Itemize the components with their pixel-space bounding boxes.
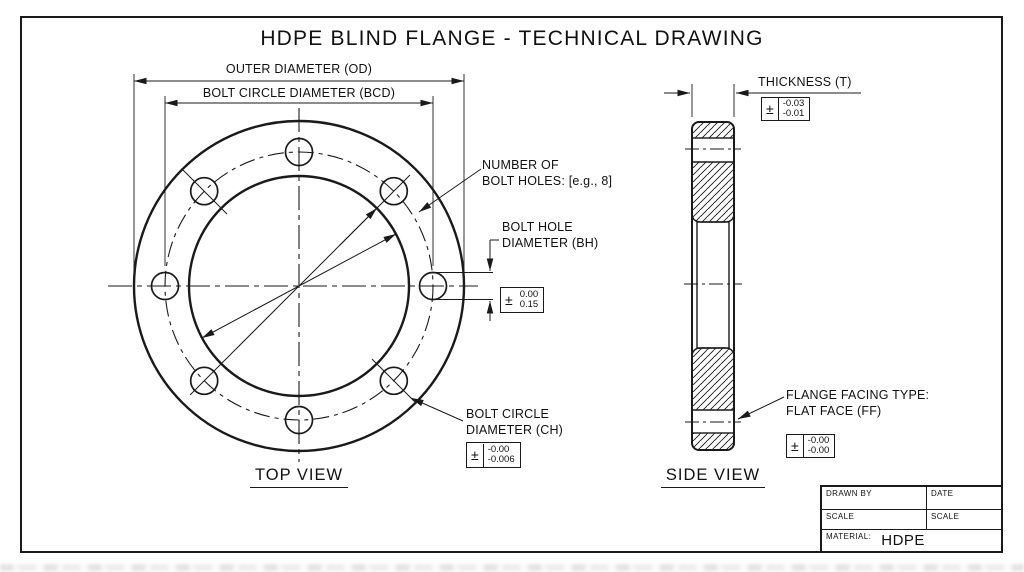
bolt-hole-diameter-label: BOLT HOLE DIAMETER (BH) [502,220,599,250]
title-block-row-2: SCALE SCALE [822,510,1001,530]
thickness-label: THICKNESS (T) [758,75,852,89]
t-tolerance-values: -0.03 -0.01 [777,97,810,121]
drawing-border-frame [20,16,1003,553]
plus-minus-symbol: ± [766,101,774,117]
od-dimension-label: OUTER DIAMETER (OD) [225,62,373,76]
title-block: DRAWN BY DATE SCALE SCALE MATERIAL: HDPE [820,485,1003,553]
side-view-caption: SIDE VIEW [653,466,773,488]
material-label: MATERIAL: [826,532,872,541]
scale-cell-right: SCALE [926,510,1001,529]
bolt-circle-diameter-label: BOLT CIRCLE DIAMETER (CH) [466,407,564,437]
bolt-holes-count-note: NUMBER OF BOLT HOLES: [e.g., 8] [482,158,613,188]
ch-tolerance-box: ± -0.00 -0.006 [466,442,521,468]
ch-tolerance-values: -0.00 -0.006 [482,443,520,467]
bh-tolerance-box: ± 0.00 0.15 [500,287,545,313]
bh-tolerance-values: 0.00 0.15 [519,288,539,310]
drawn-by-cell: DRAWN BY [826,489,873,498]
ff-tolerance-box: ± -0.00 -0.00 [786,434,836,458]
material-cell: MATERIAL: HDPE [822,530,1001,549]
scale-cell-left: SCALE [826,512,855,521]
date-cell: DATE [926,487,1001,509]
material-value: HDPE [881,532,925,549]
title-block-row-1: DRAWN BY DATE [822,487,1001,510]
plus-minus-symbol: ± [505,292,513,308]
plus-minus-symbol: ± [471,447,479,463]
flange-facing-label: FLANGE FACING TYPE: FLAT FACE (FF) [786,388,930,418]
ff-tolerance-values: -0.00 -0.00 [802,434,835,458]
bottom-edge-artifact [0,564,1024,571]
bcd-dimension-label: BOLT CIRCLE DIAMETER (BCD) [202,86,396,100]
plus-minus-symbol: ± [791,438,799,454]
drawing-title: HDPE BLIND FLANGE - TECHNICAL DRAWING [260,27,764,50]
t-tolerance-box: ± -0.03 -0.01 [761,97,811,121]
top-view-caption: TOP VIEW [239,466,359,488]
